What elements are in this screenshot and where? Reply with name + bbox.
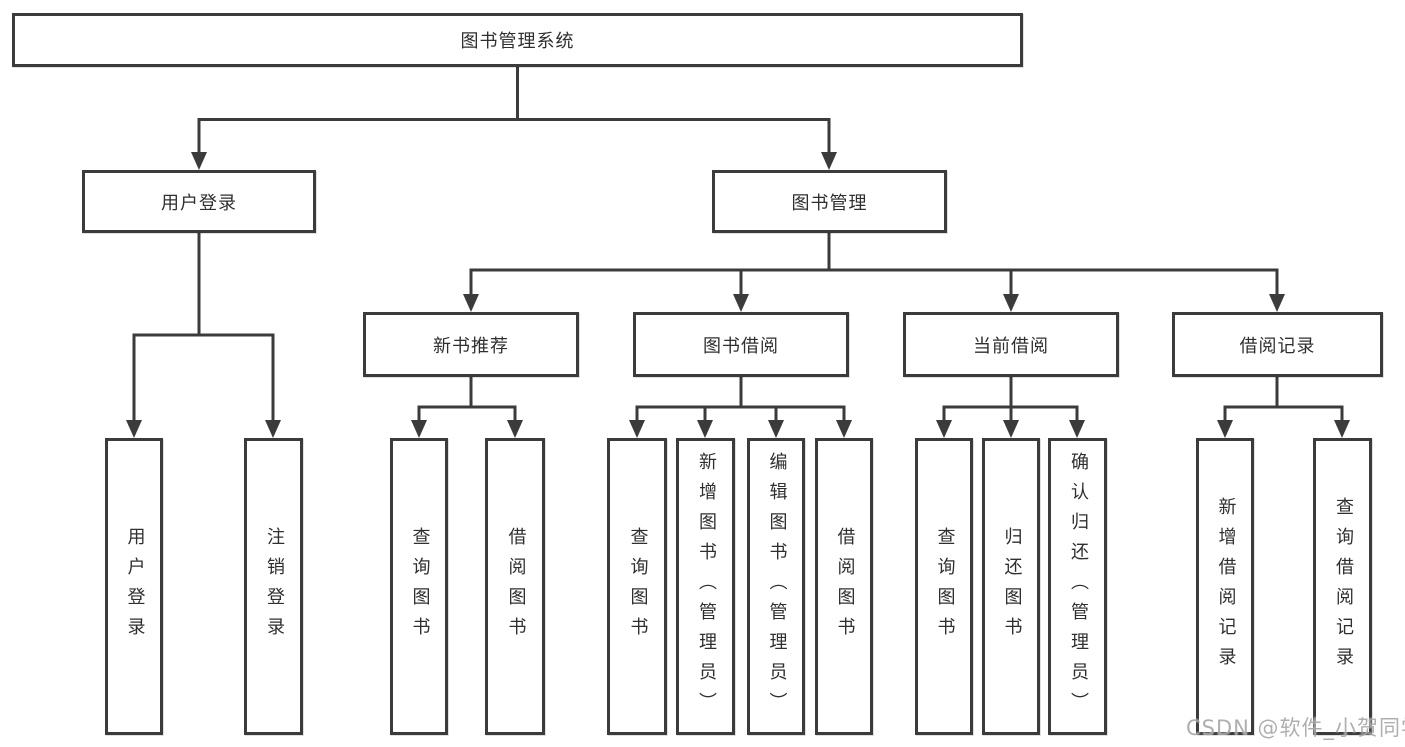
node-borrowing-records: 借阅记录 bbox=[1172, 312, 1383, 377]
leaf-label: 注销登录 bbox=[263, 526, 285, 647]
node-leaf-user-login: 用户登录 bbox=[105, 438, 163, 735]
node-book-borrowing: 图书借阅 bbox=[633, 312, 849, 377]
leaf-label: 查询图书 bbox=[409, 526, 431, 647]
leaf-label: 用户登录 bbox=[124, 526, 146, 647]
leaf-label: 归还图书 bbox=[1001, 526, 1023, 647]
node-leaf-add-borrow-record: 新增借阅记录 bbox=[1196, 438, 1254, 735]
node-leaf-query-books-current: 查询图书 bbox=[915, 438, 973, 735]
node-leaf-query-books-borrowing: 查询图书 bbox=[607, 438, 667, 735]
node-user-login: 用户登录 bbox=[82, 170, 316, 233]
arrowheads bbox=[126, 152, 1350, 438]
node-leaf-borrow-books-recommend: 借阅图书 bbox=[485, 438, 545, 735]
node-leaf-borrow-books: 借阅图书 bbox=[815, 438, 873, 735]
node-book-management: 图书管理 bbox=[712, 170, 947, 233]
leaf-label: 借阅图书 bbox=[834, 526, 856, 647]
node-leaf-query-borrow-record: 查询借阅记录 bbox=[1313, 438, 1372, 735]
node-current-borrowing: 当前借阅 bbox=[903, 312, 1119, 377]
leaf-label: 编辑图书（管理员） bbox=[766, 451, 788, 722]
leaf-label: 查询图书 bbox=[627, 526, 649, 647]
leaf-label: 借阅图书 bbox=[505, 526, 527, 647]
leaf-label: 新增图书（管理员） bbox=[695, 451, 717, 722]
node-leaf-return-books: 归还图书 bbox=[982, 438, 1040, 735]
csdn-watermark: CSDN @软件_小贺同学 bbox=[1186, 716, 1405, 740]
node-leaf-add-books-admin: 新增图书（管理员） bbox=[676, 438, 735, 735]
node-new-book-recommendation: 新书推荐 bbox=[363, 312, 579, 377]
node-leaf-confirm-return-admin: 确认归还（管理员） bbox=[1048, 438, 1107, 735]
node-library-management-system: 图书管理系统 bbox=[12, 13, 1023, 67]
node-leaf-query-books-recommend: 查询图书 bbox=[390, 438, 448, 735]
leaf-label: 确认归还（管理员） bbox=[1067, 451, 1089, 722]
leaf-label: 查询借阅记录 bbox=[1332, 496, 1354, 677]
leaf-label: 查询图书 bbox=[934, 526, 956, 647]
node-leaf-edit-books-admin: 编辑图书（管理员） bbox=[747, 438, 805, 735]
node-leaf-logout: 注销登录 bbox=[244, 438, 303, 735]
leaf-label: 新增借阅记录 bbox=[1215, 496, 1237, 677]
